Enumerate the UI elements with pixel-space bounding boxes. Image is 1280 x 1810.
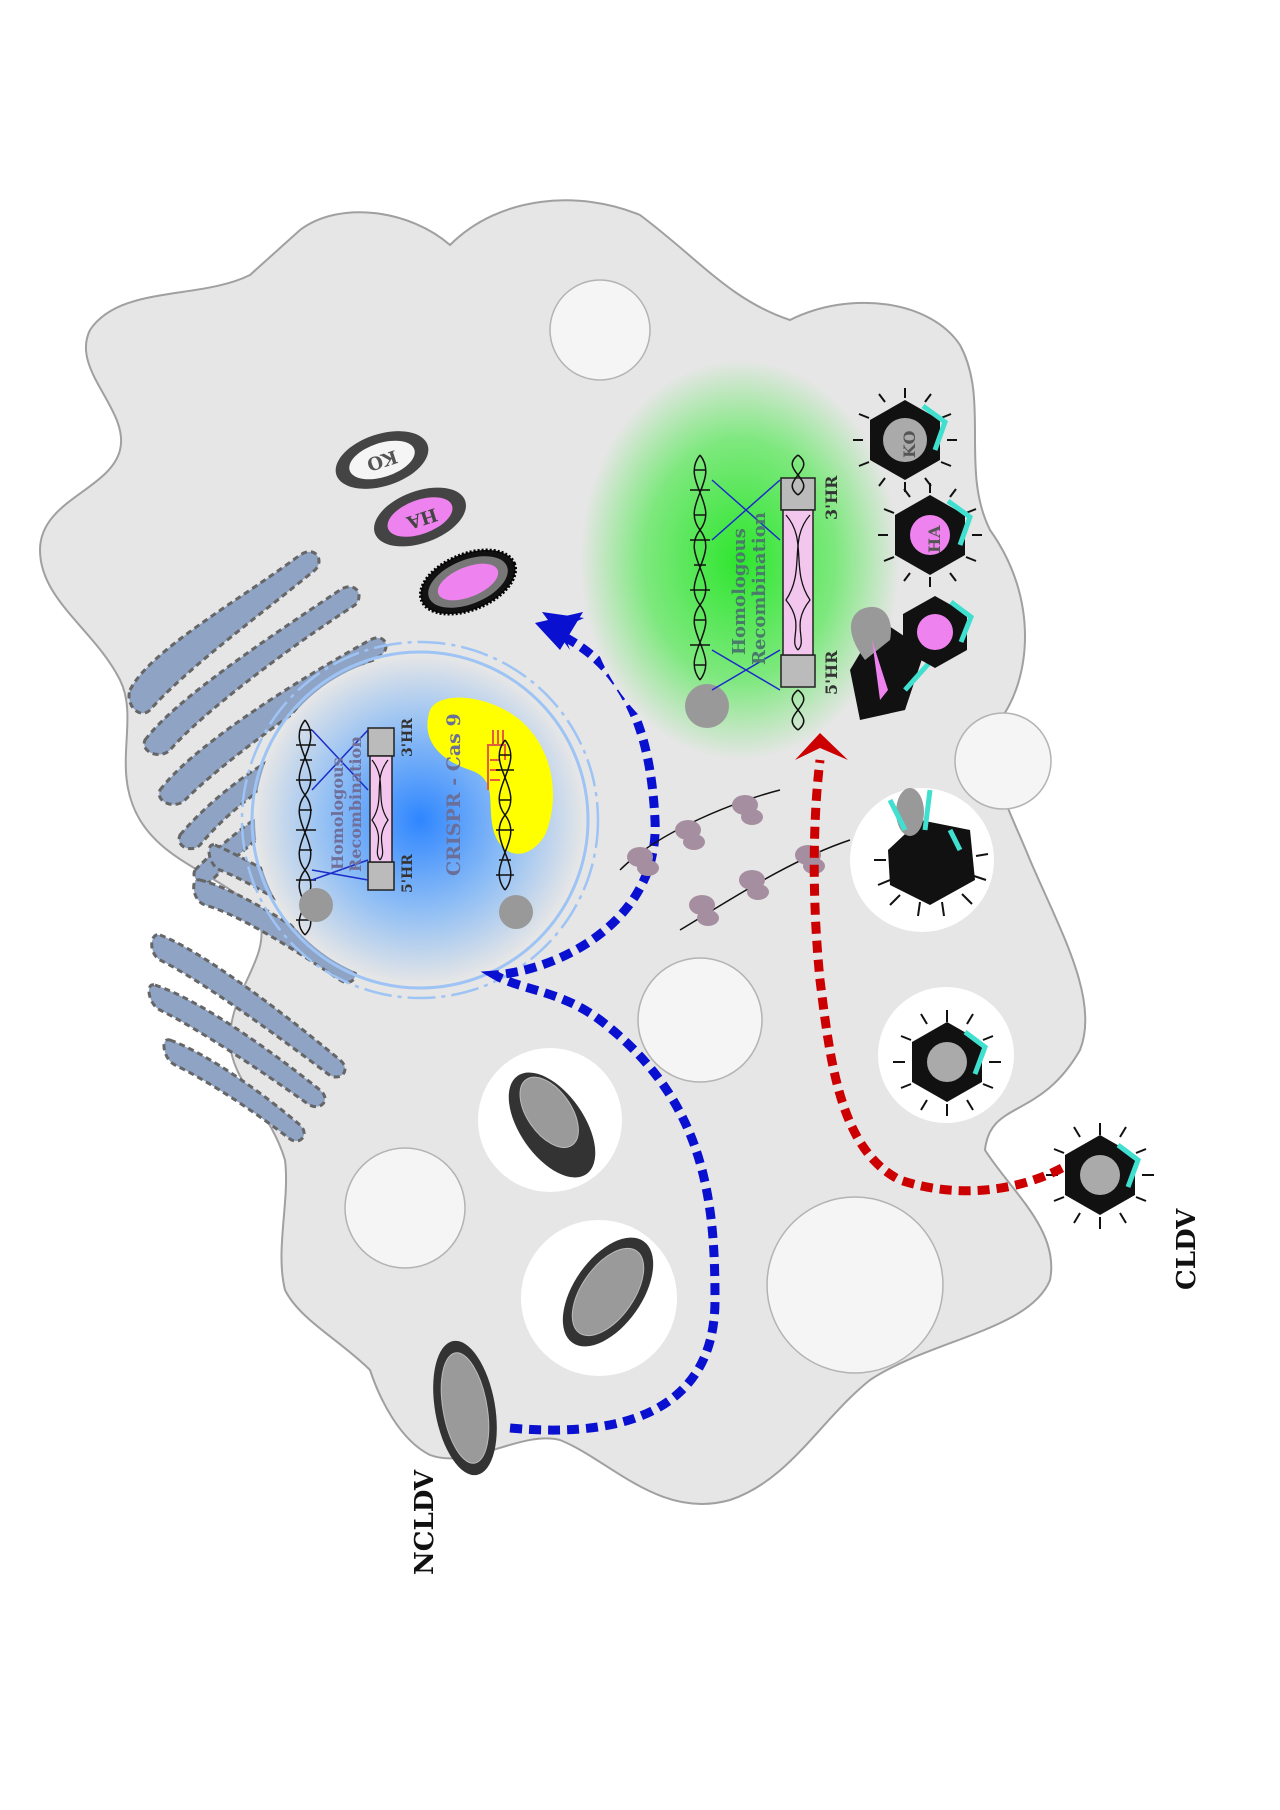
- ncldv-in-vacuole-1: [508, 1072, 596, 1178]
- hr-nucleus-label-line2: Recombination: [346, 736, 365, 872]
- cldv-infection-path: [795, 733, 1065, 1196]
- cldv-label: CLDV: [1172, 1208, 1202, 1290]
- cldv-entering: [1046, 1123, 1154, 1229]
- ncldv-infection-path: [480, 612, 720, 1435]
- ha-cldv-label: HA: [925, 525, 944, 553]
- five-hr-factory-label: 5'HR: [822, 650, 841, 695]
- cas9-dna-anchor: [499, 895, 533, 929]
- factory-right-helix: [791, 454, 805, 731]
- hr-nucleus-label-line1: Homologous: [328, 757, 347, 870]
- ncldv-entering: [433, 1340, 497, 1476]
- factory-insert-cassette: [711, 477, 816, 691]
- hr-factory-label-line1: Homologous: [729, 528, 750, 655]
- cas9-protein: [427, 697, 553, 854]
- viral-factory: [580, 360, 900, 760]
- dna-anchor: [299, 888, 333, 922]
- three-hr-factory-label: 3'HR: [822, 475, 841, 520]
- five-hr-nucleus-label: 5'HR: [400, 854, 416, 893]
- nucleus-insert-cassette: [311, 727, 395, 891]
- cldv-in-vacuole-uncoating: [874, 788, 989, 917]
- cas9-dna-helix: [496, 739, 514, 891]
- crispr-cas9-label: CRISPR - Cas 9: [443, 713, 465, 876]
- ribosomes: [619, 789, 851, 931]
- ncldv-in-vacuole-2: [562, 1237, 654, 1347]
- ncldv-label: NCLDV: [410, 1469, 440, 1575]
- hr-factory-label-line2: Recombination: [749, 512, 770, 665]
- cldv-in-vacuole: [893, 1010, 1001, 1116]
- ko-cldv-label: KO: [900, 431, 919, 458]
- ncldv-progeny: [335, 431, 518, 616]
- three-hr-nucleus-label: 3'HR: [400, 718, 416, 757]
- factory-dna-helix: [690, 454, 710, 681]
- guide-rna: [487, 730, 506, 790]
- factory-dna-anchor: [685, 684, 729, 728]
- cldv-progeny: [853, 388, 982, 668]
